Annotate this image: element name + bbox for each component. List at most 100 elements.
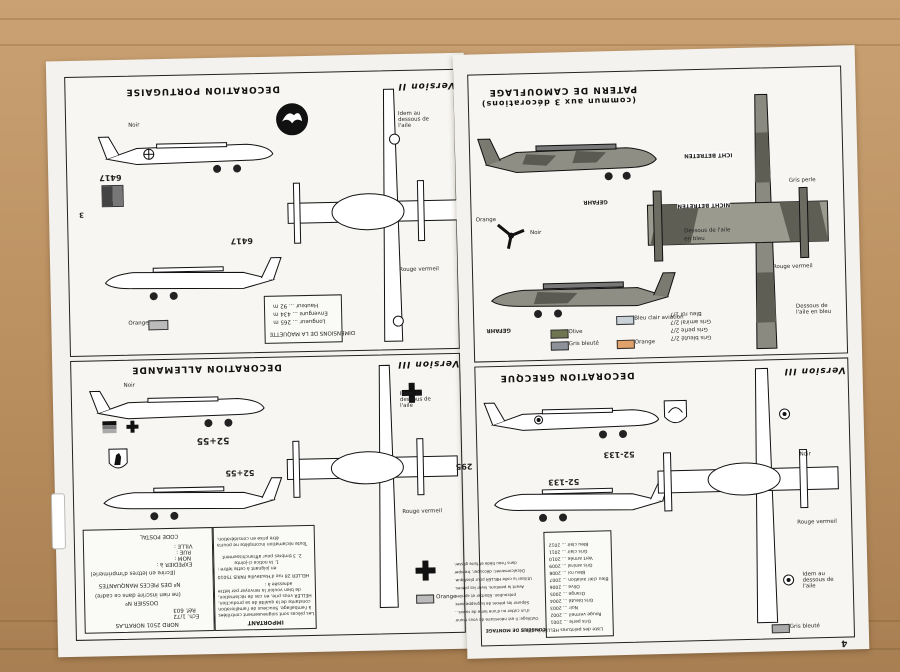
callout-rouge-vermeil-camo: Rouge vermeil bbox=[772, 263, 813, 271]
aircraft-side-view-camouflage-2 bbox=[490, 272, 676, 318]
advice-line-1: Outillage: Il est nécessaire de vous mun… bbox=[455, 616, 539, 624]
important-line-8: en joignant à cette lettre : bbox=[217, 564, 277, 571]
legend-swatch-olive bbox=[550, 329, 569, 339]
tail-flag-portugal bbox=[101, 184, 124, 208]
callout-dessous-aile: Dessous de l'aile bbox=[683, 227, 731, 235]
note-line-1: Gris bleuté 2/7 bbox=[670, 333, 712, 341]
order-line-9: NOM : bbox=[174, 554, 192, 561]
callout-noir-german: Noir bbox=[123, 382, 135, 389]
paint-row-5: Orange ... 2005 bbox=[549, 589, 586, 596]
important-line-6: adressée à : bbox=[264, 580, 293, 586]
callout-rouge-vermeil: Rouge vermeil bbox=[399, 266, 439, 274]
panel-title-portuguese: DECORATION PORTUGAISE bbox=[125, 83, 280, 97]
callout-gris-perle: Gris perle bbox=[788, 177, 816, 184]
aircraft-side-view-camouflage bbox=[477, 138, 657, 181]
advice-line-6: Utiliser la colle HELLER pour plastique. bbox=[454, 576, 532, 584]
order-line-11: VILLE : bbox=[173, 542, 193, 549]
aircraft-side-view-portuguese bbox=[97, 136, 274, 173]
aircraft-side-view-portuguese-2 bbox=[104, 257, 282, 301]
instruction-sheet-left-page: DECORATION PORTUGAISE Version II Noir 64… bbox=[45, 52, 477, 658]
order-line-8: EXPEDIER à : bbox=[156, 560, 193, 568]
marking-gefahr-1: GEFAHR bbox=[583, 198, 608, 205]
squadron-emblem bbox=[276, 103, 309, 136]
order-line-12: CODE POSTAL bbox=[139, 532, 179, 540]
order-line-5: (ne rien inscrire dans ce cadre) bbox=[94, 590, 181, 599]
callout-orange-prop: Orange bbox=[475, 216, 497, 224]
paint-row-10: Vert armée ... 2010 bbox=[548, 554, 593, 561]
order-line-10: RUE : bbox=[176, 548, 192, 555]
order-line-4: DOSSIER Nº bbox=[125, 599, 159, 606]
paint-row-3: Noir ... 2003 bbox=[550, 604, 579, 610]
important-line-10: 2. 3 timbres pour affranchissement bbox=[222, 552, 302, 559]
order-line-2: Ech. 1/72 bbox=[173, 612, 200, 619]
panel-german-decoration: DECORATION ALLEMANDE Version III Noir 52… bbox=[70, 352, 466, 641]
serial-6417-b: 6417 bbox=[230, 236, 253, 246]
serial-52-55-b: 52+55 bbox=[225, 468, 255, 478]
legend-swatch-gris-bleute bbox=[550, 341, 569, 351]
aircraft-plan-view-camouflage bbox=[646, 93, 829, 350]
panel-portuguese-decoration: DECORATION PORTUGAISE Version II Noir 64… bbox=[64, 68, 460, 358]
advice-line-4: précaution. Ebarber et ajuster. bbox=[454, 592, 517, 600]
paint-row-1: Gris perle ... 2001 bbox=[550, 617, 592, 624]
advice-heading: CONSEILS DE MONTAGE bbox=[485, 625, 546, 633]
callout-noir-prop: Noir bbox=[529, 229, 542, 237]
panel-subtitle-camouflage: (commun aux 3 décorations) bbox=[480, 95, 636, 109]
callout-gris-bleute-greek: Gris bleuté bbox=[789, 623, 820, 630]
page-number-right: 4 bbox=[841, 637, 848, 648]
marking-gefahr-2: GEFAHR bbox=[486, 326, 511, 334]
aircraft-side-view-german bbox=[89, 390, 265, 428]
panel-title-german: DECORATION ALLEMANDE bbox=[131, 361, 282, 375]
advice-line-5: Avant la peinture, laver les pièces. bbox=[454, 584, 524, 592]
advice-line-8: dans l'eau tiède et faire glisser. bbox=[454, 560, 517, 568]
propeller-detail bbox=[496, 223, 525, 249]
swatch-orange-german bbox=[416, 594, 435, 604]
paint-row-4: Gris bleuté ... 2004 bbox=[549, 596, 594, 603]
binding-clip bbox=[50, 493, 67, 550]
paint-row-8: Bleu roi ... 2008 bbox=[549, 568, 586, 575]
note-line-4: Bleu roi 1/7 bbox=[669, 309, 702, 317]
legend-label-gris-bleute: Gris bleuté bbox=[568, 340, 599, 348]
callout-dessous-aile-bleu: Dessous de l'aile en bleu bbox=[795, 302, 832, 316]
callout-idem-greek: Idem au dessous de l'aile bbox=[802, 571, 834, 590]
advice-line-7: Décalcomanies: découper, tremper bbox=[454, 568, 525, 576]
serial-52-133-b: 52-133 bbox=[548, 477, 580, 487]
callout-noir-greek: Noir bbox=[799, 451, 811, 458]
paint-row-7: Bleu clair aviation ... 2007 bbox=[549, 575, 609, 582]
note-line-2: Gris perle 2/7 bbox=[670, 325, 708, 333]
greek-unit-badge bbox=[663, 399, 688, 424]
paint-row-6: Olive ... 2006 bbox=[549, 583, 580, 589]
swatch-gris-bleute-greek bbox=[771, 623, 790, 634]
paint-row-11: Gris clair ... 2011 bbox=[548, 547, 588, 554]
important-line-11: Toute réclamation incomplète ne pourra bbox=[216, 540, 308, 547]
order-line-6: Nº DES PIECES MANQUANTES bbox=[98, 580, 181, 589]
panel-greek-decoration: DECORATION GRECQUE Version III 52-133 52… bbox=[454, 357, 856, 647]
balkenkreuz-small bbox=[126, 420, 139, 433]
aircraft-side-view-german-2 bbox=[103, 477, 283, 521]
panel-camouflage-pattern: PATERN DE CAMOUFLAGE (commun aux 3 décor… bbox=[467, 65, 849, 363]
paint-row-2: Rouge vermeil ... 2002 bbox=[550, 610, 602, 617]
serial-6417-a: 6417 bbox=[99, 172, 122, 183]
marking-icht-betreten: ICHT BETRETEN bbox=[684, 151, 733, 159]
serial-52-133-a: 52-133 bbox=[603, 449, 635, 460]
callout-noir-1: Noir bbox=[128, 122, 140, 129]
swatch-orange bbox=[148, 319, 169, 331]
order-line-7: (Ecrire en lettres d'imprimerie) bbox=[90, 568, 176, 577]
aircraft-plan-view-greek bbox=[657, 367, 839, 624]
paint-list-box: Liste des peintures HELLER à utiliser Gr… bbox=[521, 530, 614, 638]
instruction-sheet-right-page: PATERN DE CAMOUFLAGE (commun aux 3 décor… bbox=[452, 45, 870, 659]
important-line-7: HELLER 28 rue d'Hauteville PARIS 75010 bbox=[217, 572, 310, 579]
callout-idem-german: Idem au dessous de l'aile bbox=[399, 390, 431, 410]
order-line-1: NORD 2501 NORATLAS bbox=[115, 620, 179, 629]
legend-label-olive: Olive bbox=[568, 328, 583, 336]
paint-row-12: Bleu clair ... 2012 bbox=[548, 540, 589, 547]
callout-orange-german: Orange bbox=[436, 593, 457, 601]
legend-swatch-orange bbox=[616, 339, 635, 350]
callout-rouge-greek: Rouge vermeil bbox=[797, 518, 837, 526]
legend-swatch-bleu-clair bbox=[616, 315, 635, 326]
note-line-3: Gris amiral 2/7 bbox=[670, 317, 712, 325]
serial-52-55-a: 52+55 bbox=[196, 434, 230, 446]
panel-title-greek: DECORATION GRECQUE bbox=[499, 369, 635, 383]
serial-295: 295 bbox=[455, 461, 473, 472]
callout-idem: Idem au dessous de l'aile bbox=[397, 110, 430, 130]
assembly-advice-block: CONSEILS DE MONTAGE Outillage: Il est né… bbox=[454, 542, 546, 635]
